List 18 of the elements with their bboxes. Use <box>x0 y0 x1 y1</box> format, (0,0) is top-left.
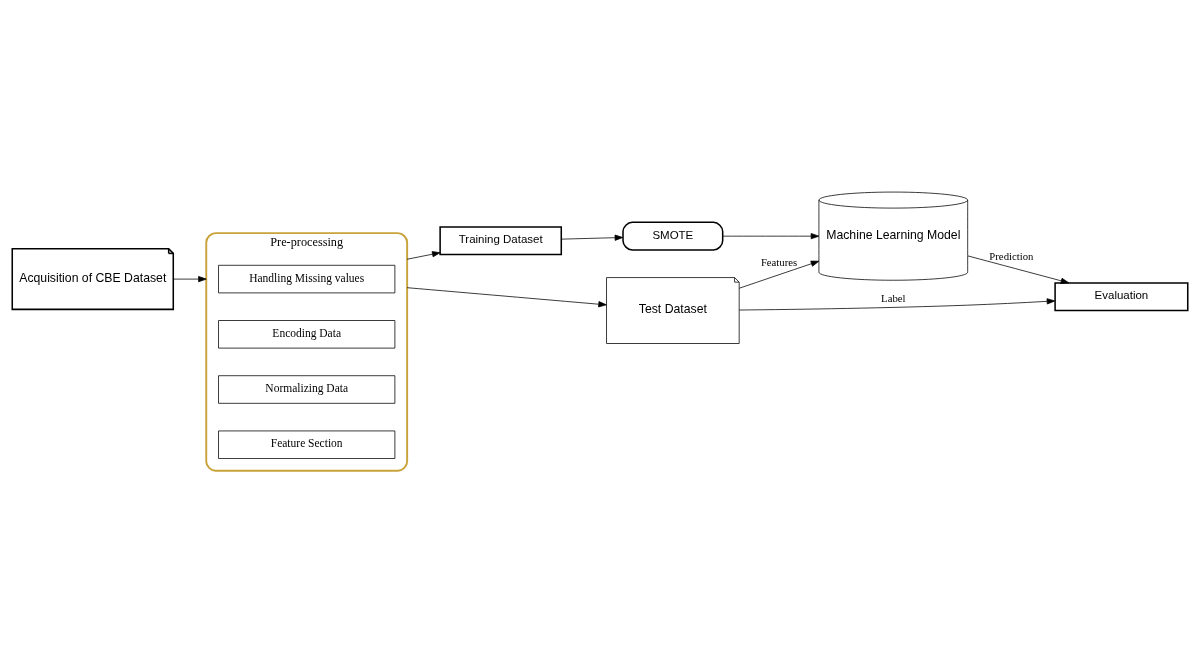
node-box: Handling Missing values <box>218 264 396 293</box>
arrow <box>967 255 1070 284</box>
edge-label: Features <box>760 255 798 268</box>
node-box: Feature Section <box>218 430 396 459</box>
arrow <box>406 286 607 307</box>
edge-label: Prediction <box>989 249 1034 262</box>
node-box: SMOTE <box>622 221 724 251</box>
arrow <box>561 234 624 241</box>
node-box: Evaluation <box>1054 281 1189 311</box>
arrow <box>722 232 820 239</box>
arrow <box>173 275 207 282</box>
node-box: Normalizing Data <box>218 374 396 404</box>
arrow <box>738 260 820 289</box>
arrow <box>738 297 1056 310</box>
node-box: Training Dataset <box>439 225 563 255</box>
node-box: Encoding Data <box>218 319 396 348</box>
arrow <box>406 250 441 260</box>
edge-label: Label <box>881 291 906 304</box>
